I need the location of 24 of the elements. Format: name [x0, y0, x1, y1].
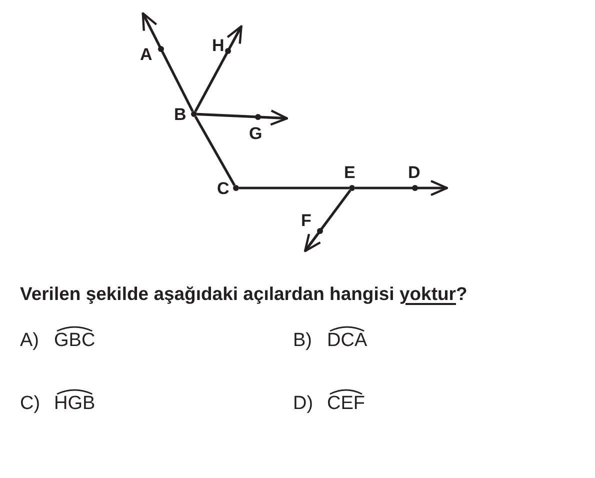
option-letter: D) [293, 394, 314, 414]
line-segment [194, 116, 236, 186]
ray-arrow [304, 190, 352, 252]
ray-arrow [355, 180, 448, 196]
option-letter: B) [293, 331, 312, 351]
point-label: H [212, 37, 224, 54]
ray-arrow [196, 110, 288, 126]
point-label: E [344, 164, 356, 181]
point-label: G [249, 125, 262, 142]
ray-arrow [142, 12, 194, 112]
point-label: A [140, 46, 152, 63]
point-label: F [301, 212, 312, 229]
point-label: C [217, 180, 230, 197]
ray-arrow [194, 25, 242, 112]
angle-name: GBC [54, 331, 96, 351]
line-segment [239, 186, 349, 190]
point-label: B [174, 106, 186, 123]
angle-name: HGB [54, 394, 96, 414]
option-letter: A) [20, 331, 39, 351]
point-label: D [408, 164, 420, 181]
angle-name: DCA [327, 331, 368, 351]
angle-name: CEF [327, 394, 365, 414]
question-text: Verilen şekilde aşağıdaki açılardan hangisi yoktur? [20, 283, 468, 305]
option-letter: C) [20, 394, 40, 414]
